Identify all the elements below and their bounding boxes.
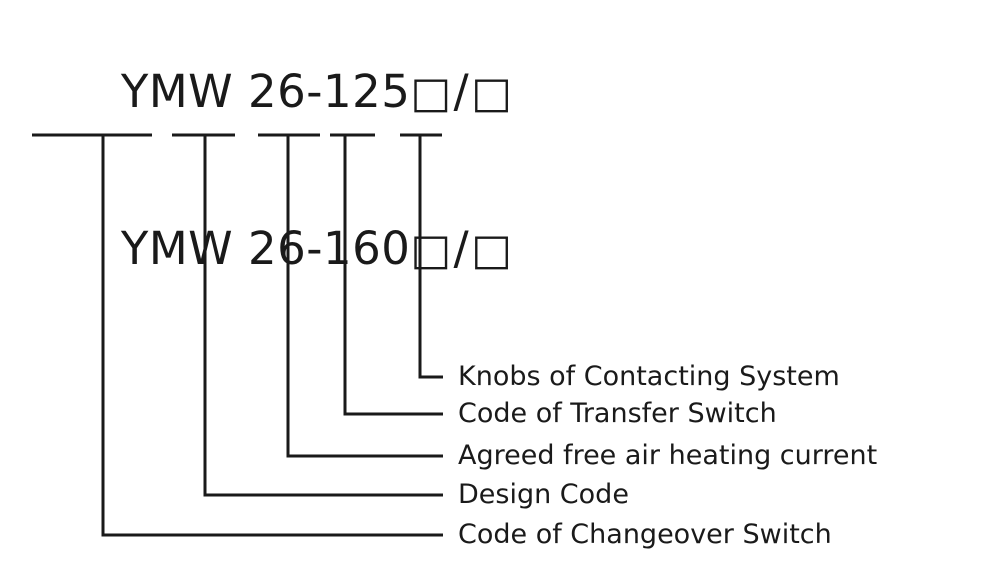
code-slash: / (453, 65, 470, 118)
code-placeholder-box-2: □ (471, 68, 513, 118)
code-series: 26-125 (247, 65, 411, 118)
code-placeholder-box-1: □ (410, 225, 452, 275)
code-prefix: YMW (120, 65, 234, 118)
code-line-1: YMW 26-125□/□ (32, 14, 512, 171)
code-prefix: YMW (120, 222, 234, 275)
callout-transfer-switch: Code of Transfer Switch (458, 398, 777, 429)
code-space (233, 65, 248, 118)
code-placeholder-box-1: □ (410, 68, 452, 118)
code-space (233, 222, 248, 275)
code-designation-block: YMW 26-125□/□ YMW 26-160□/□ (32, 14, 512, 328)
code-slash: / (453, 222, 470, 275)
callout-changeover-switch: Code of Changeover Switch (458, 519, 832, 550)
callout-knobs: Knobs of Contacting System (458, 361, 840, 392)
code-line-2: YMW 26-160□/□ (32, 171, 512, 328)
callout-design-code: Design Code (458, 479, 629, 510)
code-series: 26-160 (247, 222, 411, 275)
code-placeholder-box-2: □ (471, 225, 513, 275)
callout-heating-current: Agreed free air heating current (458, 440, 878, 471)
